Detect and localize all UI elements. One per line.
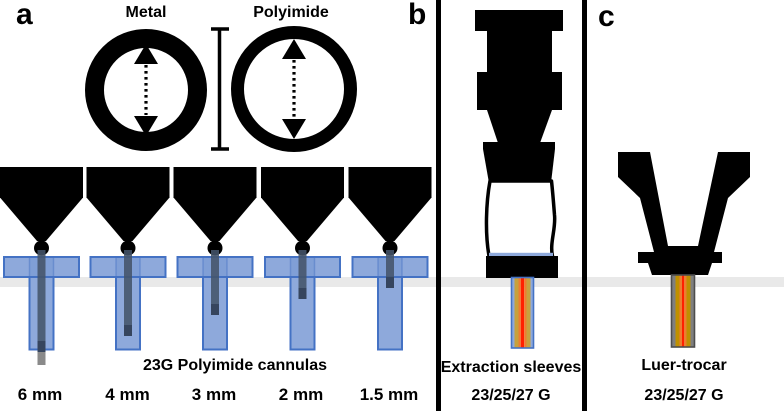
- panel-c-gauge: 23/25/27 G: [644, 387, 724, 404]
- extraction-sleeve-assembly: [475, 10, 563, 349]
- cannula-stripe: [530, 278, 533, 348]
- cannula-funnel: [261, 197, 344, 241]
- needle-tip: [37, 341, 46, 352]
- needle: [124, 250, 132, 336]
- cannula-outline: [670, 274, 696, 348]
- cannula-assembly-1point5mm: [348, 167, 432, 351]
- cannula-stripe: [526, 278, 531, 348]
- polyimide-inner-diameter-arrow: [282, 39, 306, 139]
- needle-tip: [124, 325, 132, 336]
- cannula-length-label: 1.5 mm: [359, 385, 419, 404]
- cannula-funnel: [86, 197, 170, 241]
- sleeve-hub-block: [477, 72, 562, 110]
- cannula-hub: [261, 167, 344, 198]
- cannula-length-label: 4 mm: [105, 385, 150, 404]
- needle-tip: [386, 277, 394, 288]
- panel-divider-ab: [436, 0, 441, 411]
- arrowhead-up-icon: [134, 44, 158, 64]
- polyimide-label: Polyimide: [253, 4, 329, 21]
- cannula-stripe: [679, 275, 682, 347]
- panel-b-gauge: 23/25/27 G: [471, 387, 551, 404]
- cannula-stripe: [524, 278, 527, 348]
- sleeve-hub-cone: [483, 149, 555, 183]
- panel-divider-bc: [582, 0, 587, 411]
- cannula-funnel: [173, 197, 257, 241]
- needle-protrusion: [37, 352, 46, 365]
- panel-a-caption: 23G Polyimide cannulas: [142, 357, 328, 374]
- cannula-stripe: [512, 278, 515, 348]
- panel-c-title: Luer-trocar: [641, 357, 727, 374]
- cannula-stripe: [690, 275, 694, 347]
- cannula-stripe: [672, 275, 676, 347]
- sleeve-collar: [486, 256, 558, 278]
- cannula-length-label: 6 mm: [17, 385, 63, 404]
- sleeve-hub-flange: [483, 142, 555, 149]
- cannula-stripe: [684, 275, 687, 347]
- cannula-hub: [86, 167, 170, 198]
- cannula-assembly-4mm: [86, 167, 170, 351]
- cannula-outline: [510, 276, 535, 349]
- sleeve-hub-stem: [487, 30, 552, 73]
- panel-b-title: Extraction sleeves: [440, 359, 582, 376]
- cannula-assembly-2mm: [261, 167, 344, 351]
- needle: [211, 250, 219, 315]
- cannula-length-label: 2 mm: [278, 385, 324, 404]
- metal-label: Metal: [125, 4, 167, 21]
- cannula-hub: [348, 167, 432, 198]
- trocar-cannula: [670, 274, 696, 348]
- sleeve-body: [484, 179, 557, 258]
- arrowhead-down-icon: [282, 119, 306, 139]
- panel-letter-a: a: [16, 0, 33, 31]
- cannula-stripe: [682, 275, 684, 347]
- cannula-length-label: 3 mm: [191, 385, 237, 404]
- cannula-stripe: [518, 278, 521, 348]
- cannula-assembly-3mm: [173, 167, 257, 351]
- panel-letter-c: c: [598, 0, 615, 33]
- luer-trocar-assembly: [618, 152, 750, 348]
- cannula-stripe: [514, 278, 519, 348]
- polyimide-ring: [231, 26, 357, 152]
- metal-inner-diameter-arrow: [134, 44, 158, 136]
- cannula-assembly-6mm: [0, 167, 83, 365]
- needle: [386, 250, 394, 288]
- scale-bar: [211, 27, 229, 151]
- needle: [298, 250, 307, 299]
- cannula-hub: [173, 167, 257, 198]
- metal-cross-section: [85, 29, 207, 151]
- needle-tip: [211, 304, 219, 315]
- arrowhead-up-icon: [282, 39, 306, 59]
- cannula-funnel: [348, 197, 432, 241]
- sleeve-cannula-top-edge: [489, 252, 553, 257]
- panel-letter-b: b: [408, 0, 427, 31]
- cannula-stripe: [686, 275, 691, 347]
- polyimide-cross-section: [231, 26, 357, 152]
- cannula-hub: [0, 167, 83, 198]
- sleeve-cannula: [510, 276, 535, 349]
- metal-ring: [85, 29, 207, 151]
- cannula-stripe: [520, 278, 525, 348]
- cannula-stripe: [675, 275, 680, 347]
- needle: [37, 250, 46, 352]
- needle-tip: [298, 288, 307, 299]
- cannula-funnel: [0, 197, 83, 241]
- sleeve-hub-top: [475, 10, 563, 31]
- sleeve-hub-taper: [487, 110, 552, 143]
- luer-trocar-body: [618, 152, 750, 275]
- arrowhead-down-icon: [134, 116, 158, 136]
